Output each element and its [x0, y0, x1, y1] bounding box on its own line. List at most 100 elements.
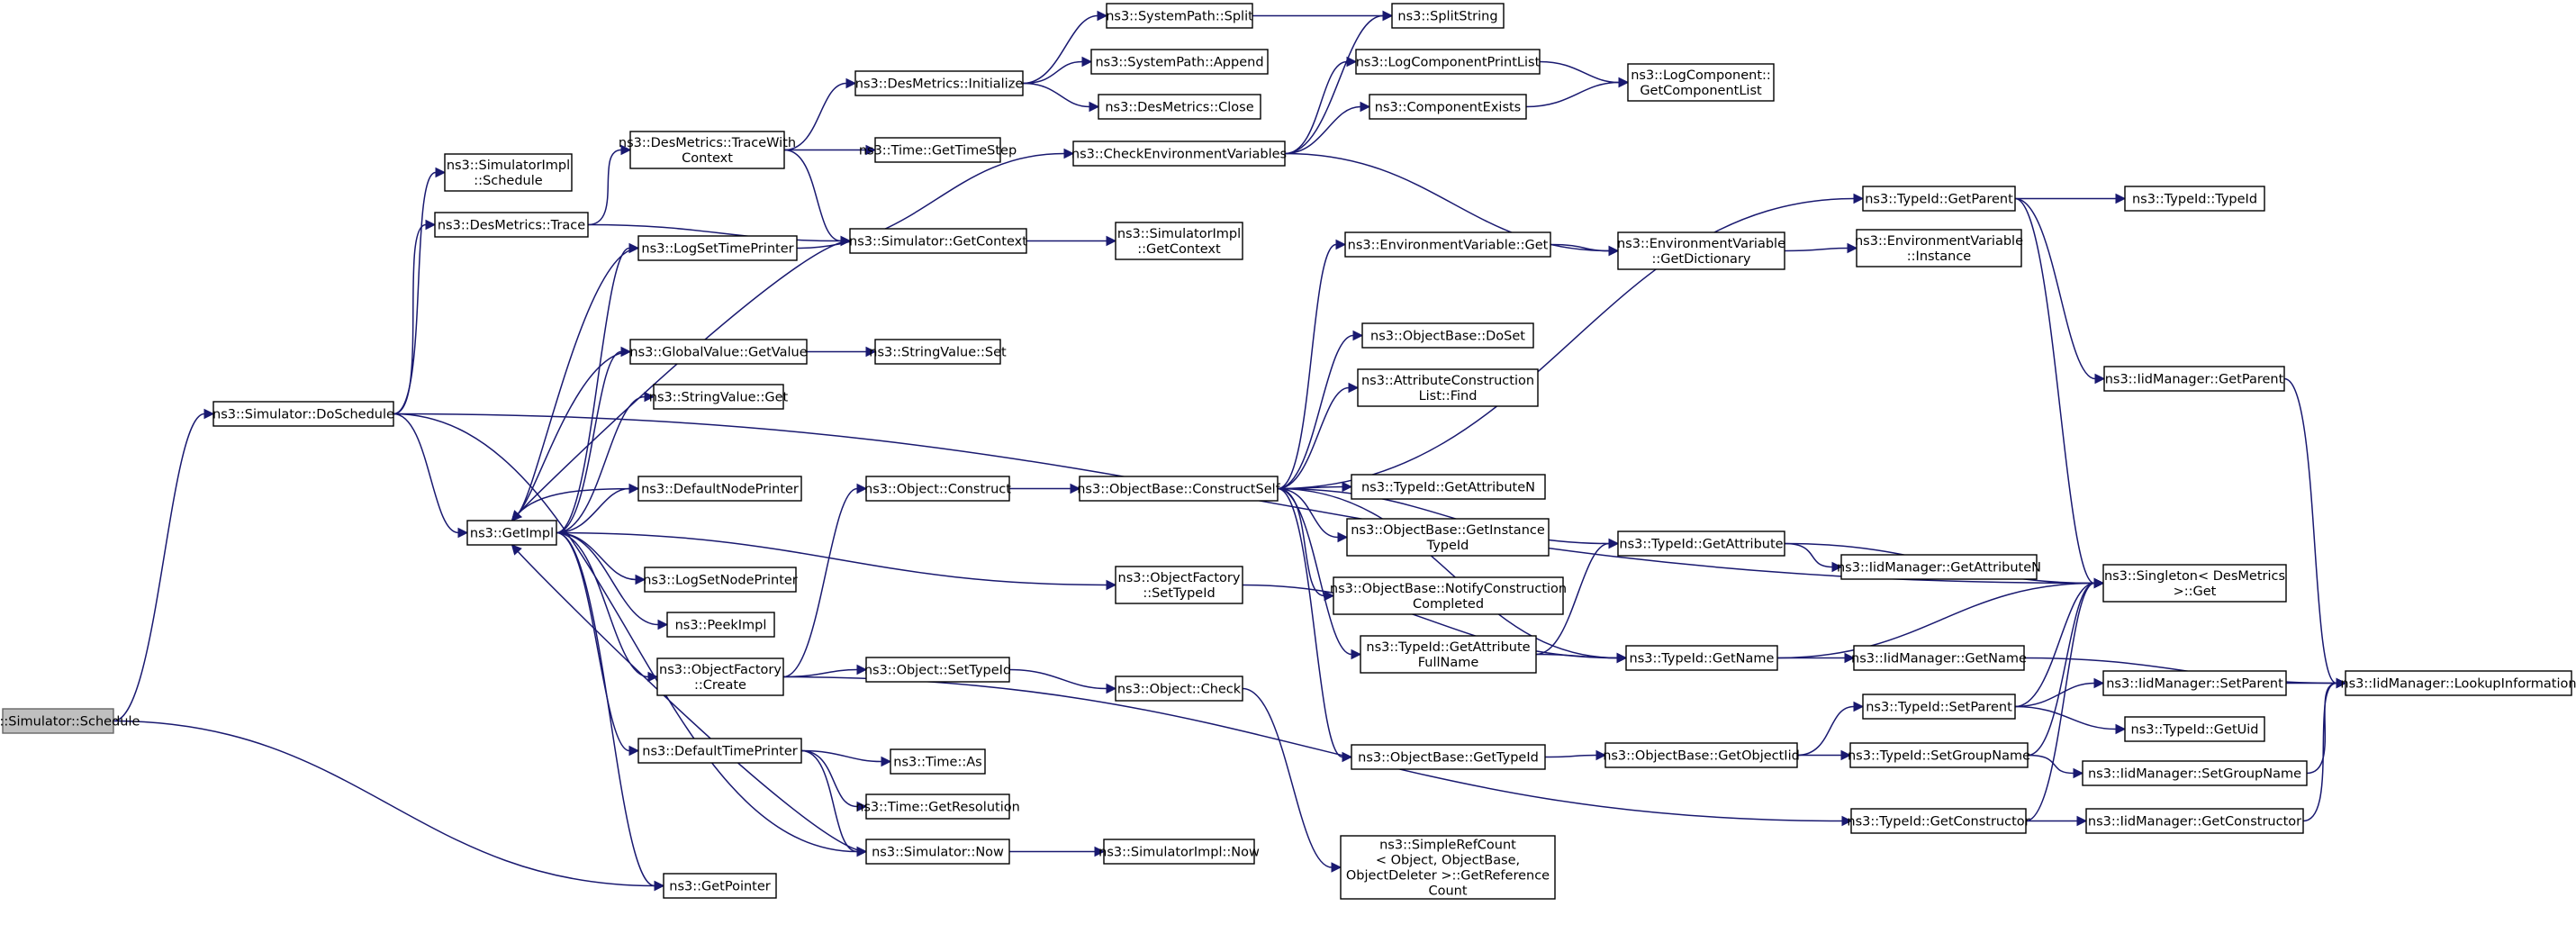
node-label: ns3::Object::Check — [1117, 682, 1242, 696]
edge-defaulttimeprinter-to-time_getres — [800, 749, 858, 808]
edge-typeid_getconstructor-to-singleton_get — [2025, 582, 2095, 822]
node-simimpl_now[interactable]: ns3::SimulatorImpl::Now — [1098, 839, 1260, 865]
node-iid_getname[interactable]: ns3::IidManager::GetName — [1851, 645, 2027, 671]
node-logsetnodeprinter[interactable]: ns3::LogSetNodePrinter — [643, 567, 798, 593]
node-sim_getcontext[interactable]: ns3::Simulator::GetContext — [849, 228, 1027, 254]
node-schedule[interactable]: ns3::Simulator::Schedule — [0, 708, 140, 734]
node-peekimpl[interactable]: ns3::PeekImpl — [666, 612, 775, 638]
node-sim_now[interactable]: ns3::Simulator::Now — [865, 839, 1010, 865]
arrowhead — [1840, 749, 1852, 761]
edge-desm_trace-to-desm_tracewc — [587, 149, 622, 226]
node-ob_notifyconstruction[interactable]: ns3::ObjectBase::NotifyConstructionCompl… — [1330, 576, 1567, 615]
node-simimpl_schedule[interactable]: ns3::SimulatorImpl::Schedule — [444, 153, 573, 192]
node-sv_get[interactable]: ns3::StringValue::Get — [649, 384, 789, 410]
node-box — [466, 520, 557, 546]
node-doschedule[interactable]: ns3::Simulator::DoSchedule — [212, 401, 394, 427]
node-object_settypeid[interactable]: ns3::Object::SetTypeId — [864, 657, 1011, 683]
arrowhead — [1089, 101, 1100, 113]
arrowhead — [647, 671, 659, 683]
edge-desm_initialize-to-syspath_split — [1022, 14, 1098, 85]
node-iid_getparent[interactable]: ns3::IidManager::GetParent — [2103, 366, 2285, 392]
node-typeid_setparent[interactable]: ns3::TypeId::SetParent — [1862, 694, 2016, 720]
node-desm_trace[interactable]: ns3::DesMetrics::Trace — [434, 212, 589, 238]
node-object_construct[interactable]: ns3::Object::Construct — [864, 476, 1011, 502]
node-time_getres[interactable]: ns3::Time::GetResolution — [855, 793, 1020, 820]
node-checkenv[interactable]: ns3::CheckEnvironmentVariables — [1071, 141, 1287, 167]
node-logcomp_getlist[interactable]: ns3::LogComponent::GetComponentList — [1627, 63, 1775, 102]
node-time_gettimestep[interactable]: ns3::Time::GetTimeStep — [859, 137, 1017, 163]
node-getpointer[interactable]: ns3::GetPointer — [663, 873, 777, 899]
node-envvar_instance[interactable]: ns3::EnvironmentVariable::Instance — [1855, 229, 2023, 267]
node-desm_close[interactable]: ns3::DesMetrics::Close — [1098, 94, 1261, 120]
node-label: ns3::AttributeConstruction — [1361, 374, 1534, 388]
node-label: ns3::Simulator::Schedule — [0, 714, 140, 729]
arrowhead — [435, 167, 447, 178]
node-typeid_getconstructor[interactable]: ns3::TypeId::GetConstructor — [1847, 808, 2030, 834]
node-desm_initialize[interactable]: ns3::DesMetrics::Initialize — [854, 70, 1024, 96]
node-logsettimeprinter[interactable]: ns3::LogSetTimePrinter — [637, 235, 798, 261]
node-splitstring[interactable]: ns3::SplitString — [1391, 3, 1505, 29]
edge-gv_getvalue-to-getimpl — [517, 350, 631, 515]
edge-iid_setgroupname-to-iid_lookup — [2306, 682, 2337, 775]
node-label: ObjectDeleter >::GetReference — [1346, 868, 1550, 883]
node-typeid_getattributen[interactable]: ns3::TypeId::GetAttributeN — [1351, 474, 1546, 500]
node-ob_getobjectiid[interactable]: ns3::ObjectBase::GetObjectIid — [1603, 742, 1800, 768]
node-simimpl_getcontext[interactable]: ns3::SimulatorImpl::GetContext — [1115, 222, 1243, 260]
edge-getimpl-to-peekimpl — [556, 531, 659, 626]
node-iid_setgroupname[interactable]: ns3::IidManager::SetGroupName — [2082, 760, 2308, 786]
node-time_as[interactable]: ns3::Time::As — [890, 748, 986, 775]
node-syspath_append[interactable]: ns3::SystemPath::Append — [1090, 49, 1269, 75]
node-iid_setparent[interactable]: ns3::IidManager::SetParent — [2102, 670, 2287, 696]
node-singleton_get[interactable]: ns3::Singleton< DesMetrics>::Get — [2102, 564, 2287, 603]
node-box — [1840, 554, 2038, 580]
arrowhead — [1382, 10, 1394, 22]
edge-typeid_getparent-to-iid_getparent — [2014, 197, 2096, 380]
node-typeid_getname[interactable]: ns3::TypeId::GetName — [1625, 645, 1778, 671]
node-getimpl[interactable]: ns3::GetImpl — [466, 520, 557, 546]
node-ob_constructself[interactable]: ns3::ObjectBase::ConstructSelf — [1077, 476, 1281, 502]
node-defaultnodeprinter[interactable]: ns3::DefaultNodePrinter — [637, 476, 802, 502]
node-typeid_getparent[interactable]: ns3::TypeId::GetParent — [1862, 186, 2016, 212]
node-iid_getattributen[interactable]: ns3::IidManager::GetAttributeN — [1837, 554, 2041, 580]
node-box — [629, 131, 785, 169]
node-ob_gettypeid[interactable]: ns3::ObjectBase::GetTypeId — [1351, 744, 1546, 770]
node-iid_getconstructor[interactable]: ns3::IidManager::GetConstructor — [2085, 808, 2304, 834]
node-box — [1360, 635, 1537, 674]
node-iid_lookup[interactable]: ns3::IidManager::LookupInformation — [2340, 670, 2576, 696]
node-sv_set[interactable]: ns3::StringValue::Set — [869, 339, 1007, 365]
node-defaulttimeprinter[interactable]: ns3::DefaultTimePrinter — [637, 738, 802, 764]
node-typeid_typeid[interactable]: ns3::TypeId::TypeId — [2124, 186, 2265, 212]
node-syspath_split[interactable]: ns3::SystemPath::Split — [1106, 3, 1253, 29]
node-gv_getvalue[interactable]: ns3::GlobalValue::GetValue — [629, 339, 808, 365]
edge-ob_constructself-to-envvar_get — [1277, 243, 1337, 490]
node-componentexists[interactable]: ns3::ComponentExists — [1369, 94, 1527, 120]
node-typeid_setgroupname[interactable]: ns3::TypeId::SetGroupName — [1848, 742, 2030, 768]
node-label: ns3::GetPointer — [669, 879, 771, 893]
node-ob_doset[interactable]: ns3::ObjectBase::DoSet — [1361, 322, 1534, 349]
node-envvar_get[interactable]: ns3::EnvironmentVariable::Get — [1344, 231, 1551, 258]
node-of_create[interactable]: ns3::ObjectFactory::Create — [656, 657, 784, 696]
edge-getimpl-to-of_create — [556, 531, 649, 678]
node-box — [1340, 835, 1556, 900]
node-box — [1106, 3, 1253, 29]
node-envvar_getdict[interactable]: ns3::EnvironmentVariable::GetDictionary — [1617, 231, 1785, 270]
node-logcomponentprintlist[interactable]: ns3::LogComponentPrintList — [1355, 49, 1541, 75]
arrowhead — [654, 880, 665, 892]
node-label: ns3::TypeId::TypeId — [2132, 192, 2257, 206]
node-label: ns3::SplitString — [1397, 9, 1497, 23]
node-of_settypeid[interactable]: ns3::ObjectFactory::SetTypeId — [1115, 566, 1243, 604]
node-typeid_getattribute[interactable]: ns3::TypeId::GetAttribute — [1617, 530, 1785, 557]
node-simplerefcount[interactable]: ns3::SimpleRefCount< Object, ObjectBase,… — [1340, 835, 1556, 900]
node-typeid_getuid[interactable]: ns3::TypeId::GetUid — [2124, 716, 2265, 742]
node-label: ns3::IidManager::GetParent — [2105, 372, 2284, 386]
edge-typeid_setparent-to-typeid_getuid — [2014, 705, 2117, 730]
edge-ob_constructself-to-acl_find — [1277, 386, 1350, 490]
node-object_check[interactable]: ns3::Object::Check — [1115, 676, 1243, 702]
node-box — [1351, 474, 1546, 500]
arrowhead — [1106, 579, 1117, 591]
node-label: GetComponentList — [1640, 84, 1762, 98]
